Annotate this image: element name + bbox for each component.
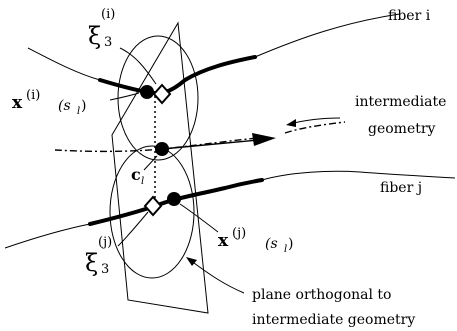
point-c-l [155,142,169,156]
label-xi-i-sub: 3 [104,35,112,50]
leader-x-i [109,92,140,101]
leader-plane-arrowhead [186,257,197,266]
fiber-j-curve-thick [88,178,264,226]
label-x-j-arg-sub: l [284,244,287,255]
label-intermediate-line1: intermediate [355,94,446,110]
label-x-i-arg-close: ) [81,98,86,114]
label-xi-j-sub: 3 [101,262,109,277]
label-intermediate-line2: geometry [368,121,436,137]
leader-xi3-i [119,47,157,85]
label-x-i-arg-sub: l [77,106,80,117]
leader-intermediate-arrowhead [286,119,296,127]
ellipse-fiber-j [109,145,195,279]
label-x-i-arg: (s [58,98,71,114]
orthogonal-plane [111,21,209,314]
point-xi3-j [143,195,163,217]
fiber-i-curve-thin [27,13,401,81]
label-x-j-sup: (j) [232,226,246,241]
label-x-i-sup: (i) [26,88,40,103]
label-x-j-arg: (s [265,236,278,252]
tangent-arrow-head [252,133,276,146]
label-c-l: c [131,165,141,184]
fiber-j-curve-thin [4,170,456,249]
intermediate-geometry-curve [54,121,346,153]
leader-c-l [143,155,158,171]
label-x-j-arg-close: ) [288,236,293,252]
label-c-l-sub: l [141,176,144,187]
label-xi-i: ξ [88,22,101,50]
label-plane-line1: plane orthogonal to [252,287,391,303]
label-xi-i-sup: (i) [101,7,115,22]
leader-plane [189,259,245,294]
leader-x-j [179,203,219,233]
label-x-i: x [12,93,23,113]
label-fiber-j: fiber j [380,180,422,196]
label-plane-line2: intermediate geometry [252,312,415,328]
fiber-i-curve-thick [98,55,257,96]
label-xi-j-sup: (j) [98,235,112,250]
point-x-i [140,85,154,99]
tangent-arrow-shaft [161,139,259,150]
label-fiber-i: fiber i [388,8,431,24]
point-xi3-i [152,83,172,105]
label-x-j: x [218,231,229,251]
point-x-j [167,192,181,206]
label-xi-j: ξ [85,249,98,277]
leader-xi3-j [117,211,149,247]
